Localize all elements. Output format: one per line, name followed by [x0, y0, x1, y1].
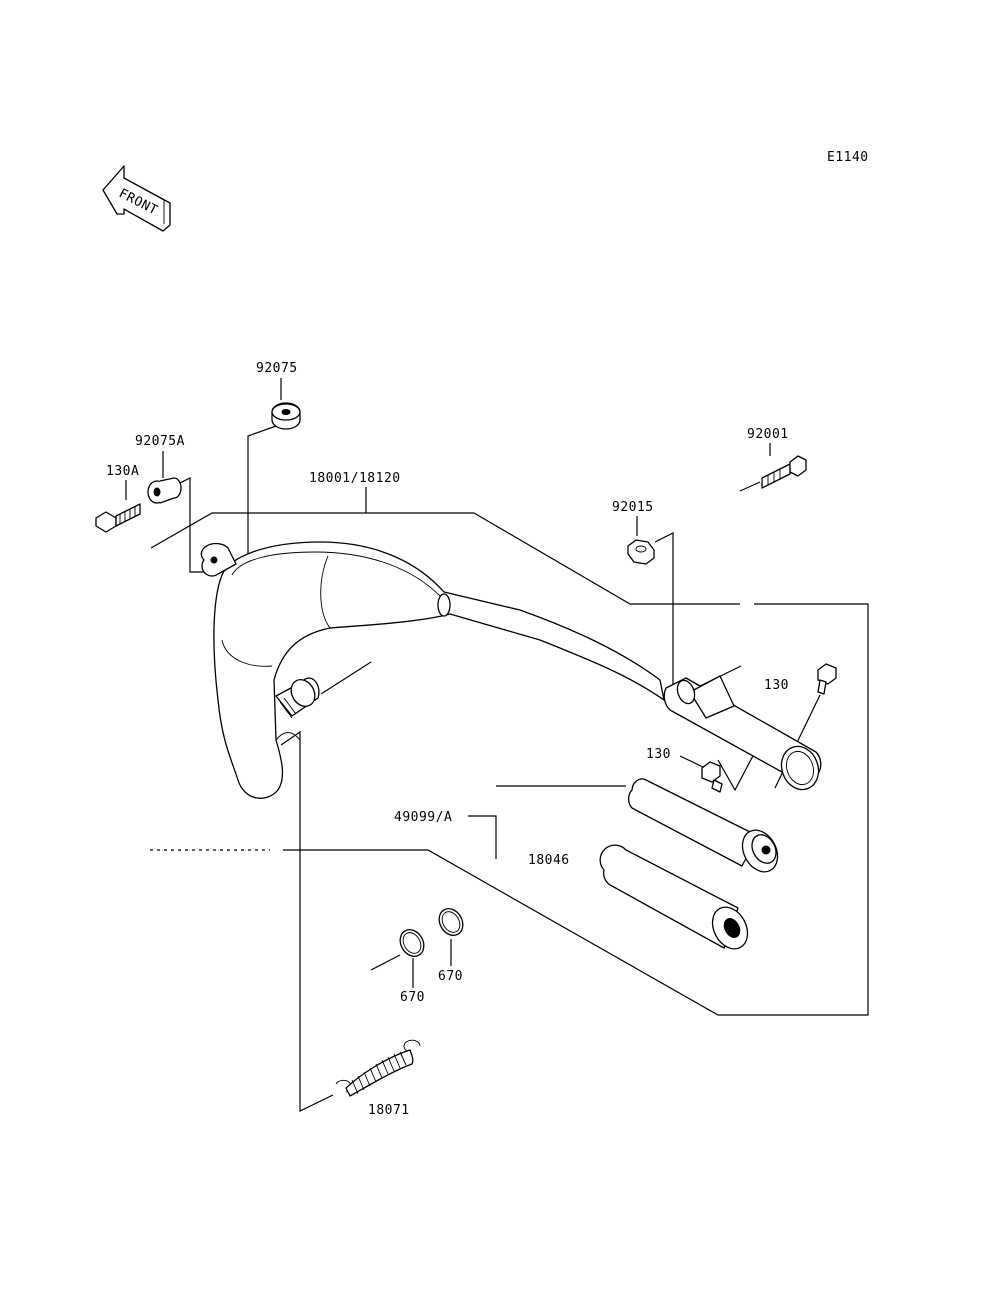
- silencer-icon: [663, 675, 822, 791]
- label-130-lower: 130: [646, 747, 671, 762]
- label-130a: 130A: [106, 464, 139, 479]
- label-670-left: 670: [400, 990, 425, 1005]
- exhaust-pipe-icon: [200, 541, 665, 799]
- bolt-130-lower-icon: [701, 761, 723, 793]
- spring-18071-icon: [335, 1039, 421, 1097]
- label-92075a: 92075A: [135, 434, 185, 449]
- nut-92015-icon: [627, 539, 655, 565]
- label-18001: 18001/18120: [309, 471, 401, 486]
- silencer-core-icon: [627, 778, 779, 873]
- label-92015: 92015: [612, 500, 654, 515]
- gasket-670-right-icon: [438, 908, 464, 936]
- exhaust-inlet-icon: [275, 677, 320, 719]
- bolt-130-upper-icon: [817, 663, 837, 695]
- bolt-130a-icon: [95, 503, 141, 533]
- label-18071: 18071: [368, 1103, 410, 1118]
- silencer-packing-icon: [599, 844, 749, 950]
- label-130-upper: 130: [764, 678, 789, 693]
- washer-92075-icon: [271, 402, 301, 430]
- label-49099: 49099/A: [394, 810, 452, 825]
- label-670-right: 670: [438, 969, 463, 984]
- gasket-670-left-icon: [399, 929, 425, 957]
- label-18046: 18046: [528, 853, 570, 868]
- front-arrow-icon: FRONT: [102, 165, 171, 232]
- label-92075: 92075: [256, 361, 298, 376]
- damper-92075a-icon: [147, 477, 182, 504]
- diagram-code: E1140: [827, 150, 869, 165]
- bolt-92001-icon: [761, 455, 807, 489]
- label-92001: 92001: [747, 427, 789, 442]
